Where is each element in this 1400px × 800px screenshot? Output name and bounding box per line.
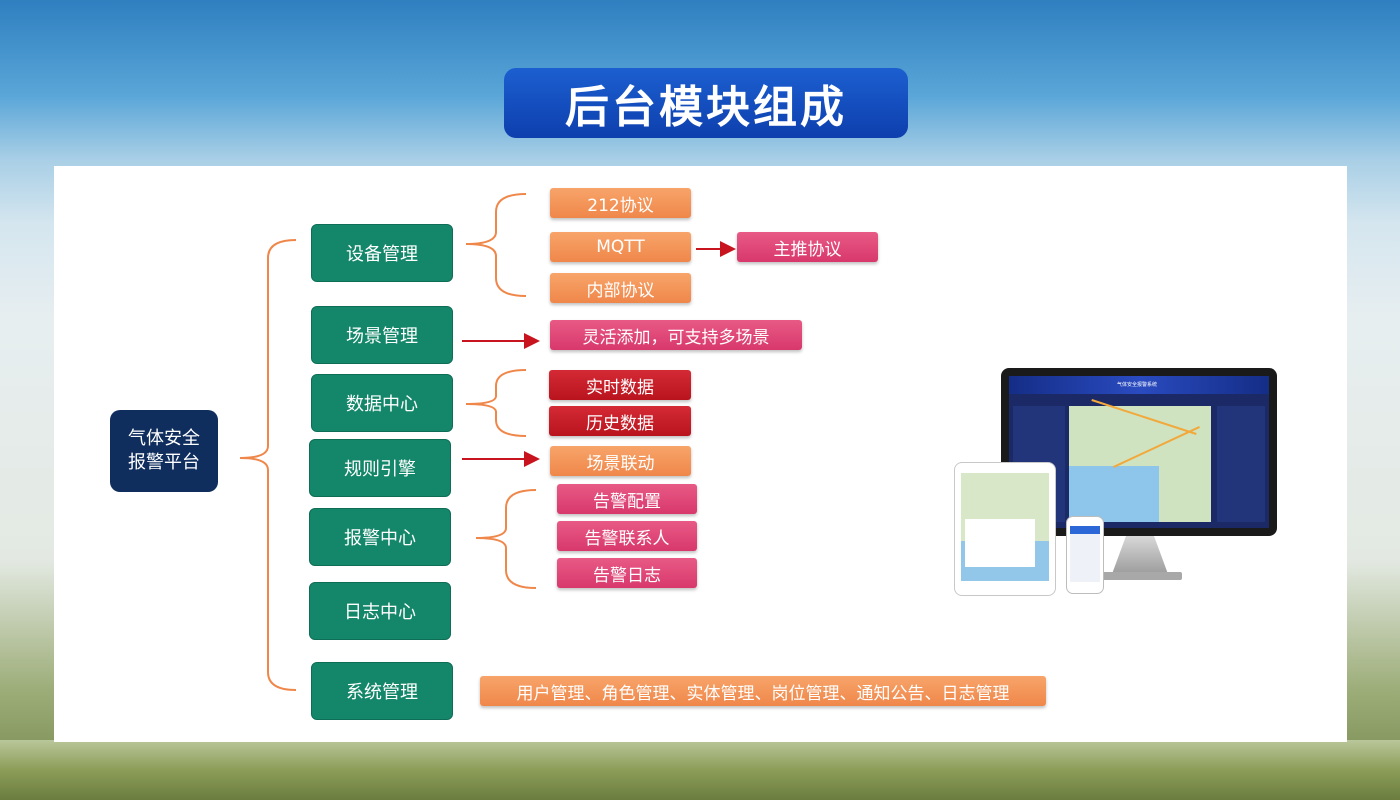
root-line-1: 气体安全 xyxy=(128,428,200,449)
module-rule-engine: 规则引擎 xyxy=(309,439,451,497)
screen-title: 气体安全报警系统 xyxy=(1117,382,1158,388)
tag-history-data: 历史数据 xyxy=(549,406,691,436)
module-alarm-center: 报警中心 xyxy=(309,508,451,566)
map-thumbnail xyxy=(1069,399,1211,522)
background-landscape xyxy=(0,740,1400,800)
module-data-center: 数据中心 xyxy=(311,374,453,432)
tag-realtime-data: 实时数据 xyxy=(549,370,691,400)
tag-212-protocol: 212协议 xyxy=(550,188,691,218)
tablet-info-card xyxy=(965,519,1035,567)
phone-screen xyxy=(1070,526,1100,582)
tag-alarm-config: 告警配置 xyxy=(557,484,697,514)
screen-header: 气体安全报警系统 xyxy=(1009,376,1269,394)
module-device-management: 设备管理 xyxy=(311,224,453,282)
phone-illustration xyxy=(1066,516,1104,594)
tag-system-items: 用户管理、角色管理、实体管理、岗位管理、通知公告、日志管理 xyxy=(480,676,1046,706)
tablet-illustration xyxy=(954,462,1056,596)
screen-alert-list xyxy=(1217,406,1265,522)
page-title: 后台模块组成 xyxy=(504,68,908,138)
tablet-screen xyxy=(961,473,1049,581)
module-scene-management: 场景管理 xyxy=(311,306,453,364)
monitor-base xyxy=(1100,572,1182,580)
module-system-management: 系统管理 xyxy=(311,662,453,720)
tag-push-protocol: 主推协议 xyxy=(737,232,878,262)
tag-internal-protocol: 内部协议 xyxy=(550,273,691,303)
module-log-center: 日志中心 xyxy=(309,582,451,640)
tag-alarm-log: 告警日志 xyxy=(557,558,697,588)
tag-alarm-contacts: 告警联系人 xyxy=(557,521,697,551)
tag-mqtt: MQTT xyxy=(550,232,691,262)
root-node: 气体安全 报警平台 xyxy=(110,410,218,492)
root-line-2: 报警平台 xyxy=(128,452,200,473)
tag-flexible-add: 灵活添加，可支持多场景 xyxy=(550,320,802,350)
tag-scene-linkage: 场景联动 xyxy=(550,446,691,476)
